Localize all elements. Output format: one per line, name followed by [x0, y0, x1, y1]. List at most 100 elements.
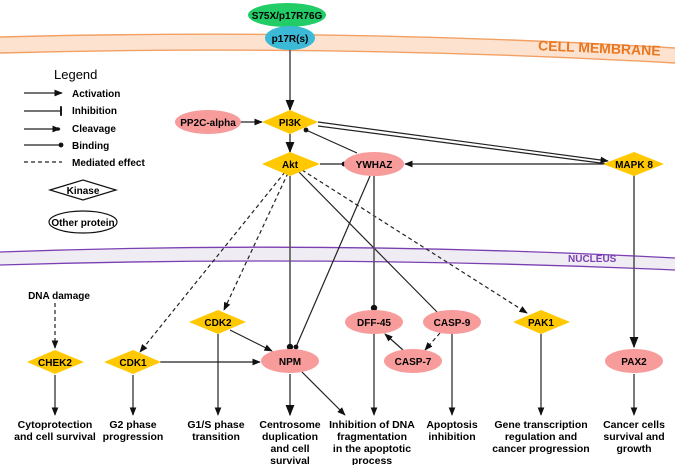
outcome-line: fragmentation [337, 431, 407, 443]
casp9-shape [423, 310, 481, 334]
outcome-line: growth [617, 443, 652, 455]
ywhaz-shape [344, 152, 404, 176]
outcome-line: G2 phase [109, 419, 156, 431]
cell-membrane-inner-line [0, 49, 675, 64]
cdk2-shape [189, 310, 246, 334]
outcome-line: in the apoptotic [333, 443, 411, 455]
outcome-line: Cytoprotection [18, 419, 93, 431]
node-cdk2[interactable]: CDK2 [189, 310, 246, 334]
legend: Legend Activation Inhibition Cleavage Bi… [24, 67, 145, 234]
outcome-line: and cell survival [14, 431, 96, 443]
mapk8-label: MAPK 8 [615, 160, 653, 171]
node-cdk1[interactable]: CDK1 [104, 350, 161, 374]
edge-pi3k-mapk8 [317, 121, 609, 164]
edge-ywhaz-npm [293, 175, 371, 350]
edge-ywhaz-pi3k [303, 127, 358, 154]
chek2-shape [27, 350, 84, 374]
edge-akt-pak1 [301, 169, 528, 314]
cell-membrane: CELL MEMBRANE [0, 33, 675, 64]
node-casp9[interactable]: CASP-9 [423, 310, 481, 334]
dff45-label: DFF-45 [357, 318, 391, 329]
pak1-label: PAK1 [528, 318, 554, 329]
node-ligand[interactable]: S75X/p17R76G [248, 3, 326, 27]
akt-shape [262, 152, 320, 176]
outcome-line: and cell [270, 443, 309, 455]
pax2-shape [605, 349, 663, 373]
node-receptor[interactable]: p17R(s) [265, 26, 315, 50]
edge-mapk8-pi3k [317, 125, 609, 165]
outcome-line: transition [192, 431, 240, 443]
node-ywhaz[interactable]: YWHAZ [344, 152, 404, 176]
outcome-line: Apoptosis [426, 419, 477, 431]
pi3k-label: PI3K [279, 118, 302, 129]
legend-inhibition-label: Inhibition [72, 106, 117, 117]
nucleus-outer-line [0, 246, 675, 259]
outcome-line: Gene transcription [494, 419, 587, 431]
edge-akt-cdk1 [139, 171, 286, 353]
edge-casp9-casp7 [424, 332, 441, 351]
receptor-label: p17R(s) [272, 34, 309, 45]
node-mapk8[interactable]: MAPK 8 [603, 152, 664, 176]
node-akt[interactable]: Akt [262, 152, 320, 176]
legend-cleavage-dot [56, 127, 60, 131]
outcome-line: inhibition [428, 431, 475, 443]
pi3k-shape [262, 110, 318, 134]
node-chek2[interactable]: CHEK2 [27, 350, 84, 374]
node-pak1[interactable]: PAK1 [513, 310, 570, 334]
casp7-label: CASP-7 [395, 357, 432, 368]
edges [51, 50, 639, 417]
edge-casp7-dff45 [384, 333, 404, 351]
outcome-line: cancer progression [492, 443, 589, 455]
cell-membrane-band [0, 34, 675, 63]
node-npm[interactable]: NPM [261, 349, 319, 373]
node-pp2c-alpha[interactable]: PP2C-alpha [175, 110, 241, 134]
outcome-line: survival and [603, 431, 664, 443]
node-pi3k[interactable]: PI3K [262, 110, 318, 134]
outcome-line: process [352, 455, 392, 465]
legend-other-protein-shape [48, 210, 118, 234]
ywhaz-label: YWHAZ [356, 160, 393, 171]
cdk1-shape [104, 350, 161, 374]
edge-akt-casp9 [297, 170, 445, 320]
mapk8-shape [603, 152, 664, 176]
nucleus-band [0, 247, 675, 270]
pp2c-shape [175, 110, 241, 134]
outcome-line: G1/S phase [187, 419, 244, 431]
outcome-line: survival [270, 455, 310, 465]
cdk2-label: CDK2 [204, 318, 232, 329]
outcome-line: regulation and [505, 431, 577, 443]
cdk1-label: CDK1 [119, 358, 147, 369]
legend-kinase-label: Kinase [67, 186, 100, 197]
pak1-shape [513, 310, 570, 334]
edge-npm-dff45-outcome [301, 371, 346, 416]
receptor-shape [265, 26, 315, 50]
legend-kinase-shape [47, 179, 119, 201]
legend-cleavage-label: Cleavage [72, 124, 116, 135]
outcome-line: progression [103, 431, 164, 443]
legend-other-protein-label: Other protein [51, 218, 114, 229]
outcome-line: Inhibition of DNA [329, 419, 415, 431]
ligand-shape [248, 3, 326, 27]
npm-shape [261, 349, 319, 373]
node-dff45[interactable]: DFF-45 [345, 310, 403, 334]
legend-activation-label: Activation [72, 89, 120, 100]
pp2c-label: PP2C-alpha [180, 118, 236, 129]
outcome-line: Centrosome [259, 419, 320, 431]
node-pax2[interactable]: PAX2 [605, 349, 663, 373]
node-casp7[interactable]: CASP-7 [384, 349, 442, 373]
akt-label: Akt [282, 160, 299, 171]
edge-cdk2-npm [229, 329, 273, 352]
npm-label: NPM [279, 357, 301, 368]
